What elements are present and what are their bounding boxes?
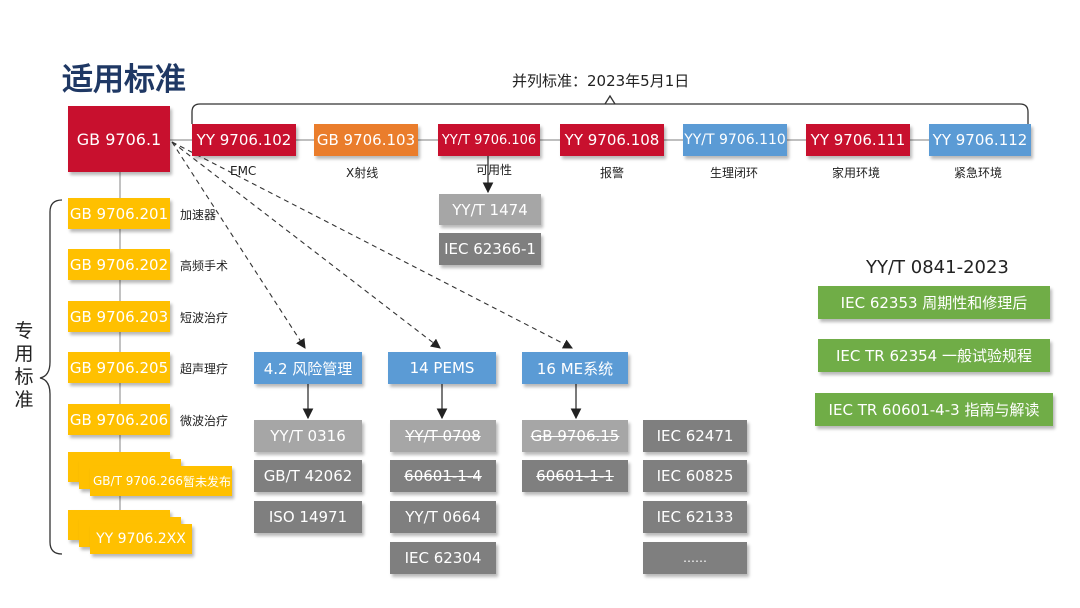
clause-box: 16 ME系统 [522, 352, 628, 384]
parallel-box: YY 9706.108 [560, 124, 664, 156]
pems-standard-box: 60601-1-4 [390, 460, 496, 492]
other-standard-box: …… [643, 542, 747, 574]
particular-label: 高频手术 [180, 259, 229, 273]
particular-label: 超声理疗 [180, 362, 229, 376]
particular-standard-box: GB 9706.201 [68, 198, 170, 229]
particular-standard-box: GB 9706.202 [68, 249, 170, 280]
particular-brace [39, 199, 63, 555]
parallel-box: GB 9706.103 [314, 124, 418, 156]
clause-box: 14 PEMS [388, 352, 496, 384]
parallel-label: 生理闭环 [710, 166, 759, 180]
pems-standard-box: IEC 62304 [390, 542, 496, 574]
other-standard-box: IEC 62133 [643, 501, 747, 533]
parallel-box: YY 9706.112 [929, 124, 1031, 156]
parallel-label: 可用性 [476, 163, 513, 177]
pems-standard-box: YY/T 0664 [390, 501, 496, 533]
parallel-label: 报警 [600, 166, 625, 180]
particular-standard-box: GB 9706.203 [68, 301, 170, 332]
green-standard-box: IEC TR 62354 一般试验规程 [818, 339, 1050, 372]
parallel-box: YY/T 9706.106 [438, 124, 540, 156]
usability-standard-box: IEC 62366-1 [439, 233, 541, 265]
other-standard-box: IEC 62471 [643, 420, 747, 452]
parallel-box: YY 9706.111 [806, 124, 910, 156]
parallel-label: 家用环境 [832, 166, 881, 180]
parallel-brace [191, 103, 1029, 124]
parallel-label: X射线 [346, 166, 379, 180]
clause-box: 4.2 风险管理 [254, 352, 362, 384]
particular-standard-box: GB 9706.205 [68, 352, 170, 383]
particular-standard-stack: YY 9706.2XX [90, 524, 192, 554]
particular-standard-box: GB 9706.206 [68, 404, 170, 435]
me-standard-box: GB 9706.15 [522, 420, 628, 452]
parallel-label: 紧急环境 [954, 166, 1003, 180]
risk-standard-box: YY/T 0316 [254, 420, 362, 452]
side-label: 专 用 标 准 [14, 320, 34, 411]
particular-label: 加速器 [180, 208, 217, 222]
general-standard-box: GB 9706.1 [68, 106, 170, 172]
me-standard-box: 60601-1-1 [522, 460, 628, 492]
other-standard-box: IEC 60825 [643, 460, 747, 492]
particular-label: 微波治疗 [180, 414, 229, 428]
usability-standard-box: YY/T 1474 [439, 194, 541, 225]
green-group-title: YY/T 0841-2023 [866, 257, 1009, 278]
particular-label: 短波治疗 [180, 311, 229, 325]
page-title: 适用标准 [62, 62, 186, 98]
parallel-label: EMC [230, 164, 257, 178]
parallel-caption: 并列标准：2023年5月1日 [512, 72, 690, 90]
parallel-box: YY 9706.102 [192, 124, 296, 156]
parallel-box: YY/T 9706.110 [683, 124, 787, 156]
pems-standard-box: YY/T 0708 [390, 420, 496, 452]
risk-standard-box: GB/T 42062 [254, 460, 362, 492]
risk-standard-box: ISO 14971 [254, 501, 362, 533]
green-standard-box: IEC 62353 周期性和修理后 [818, 286, 1050, 319]
green-standard-box: IEC TR 60601-4-3 指南与解读 [815, 393, 1053, 426]
